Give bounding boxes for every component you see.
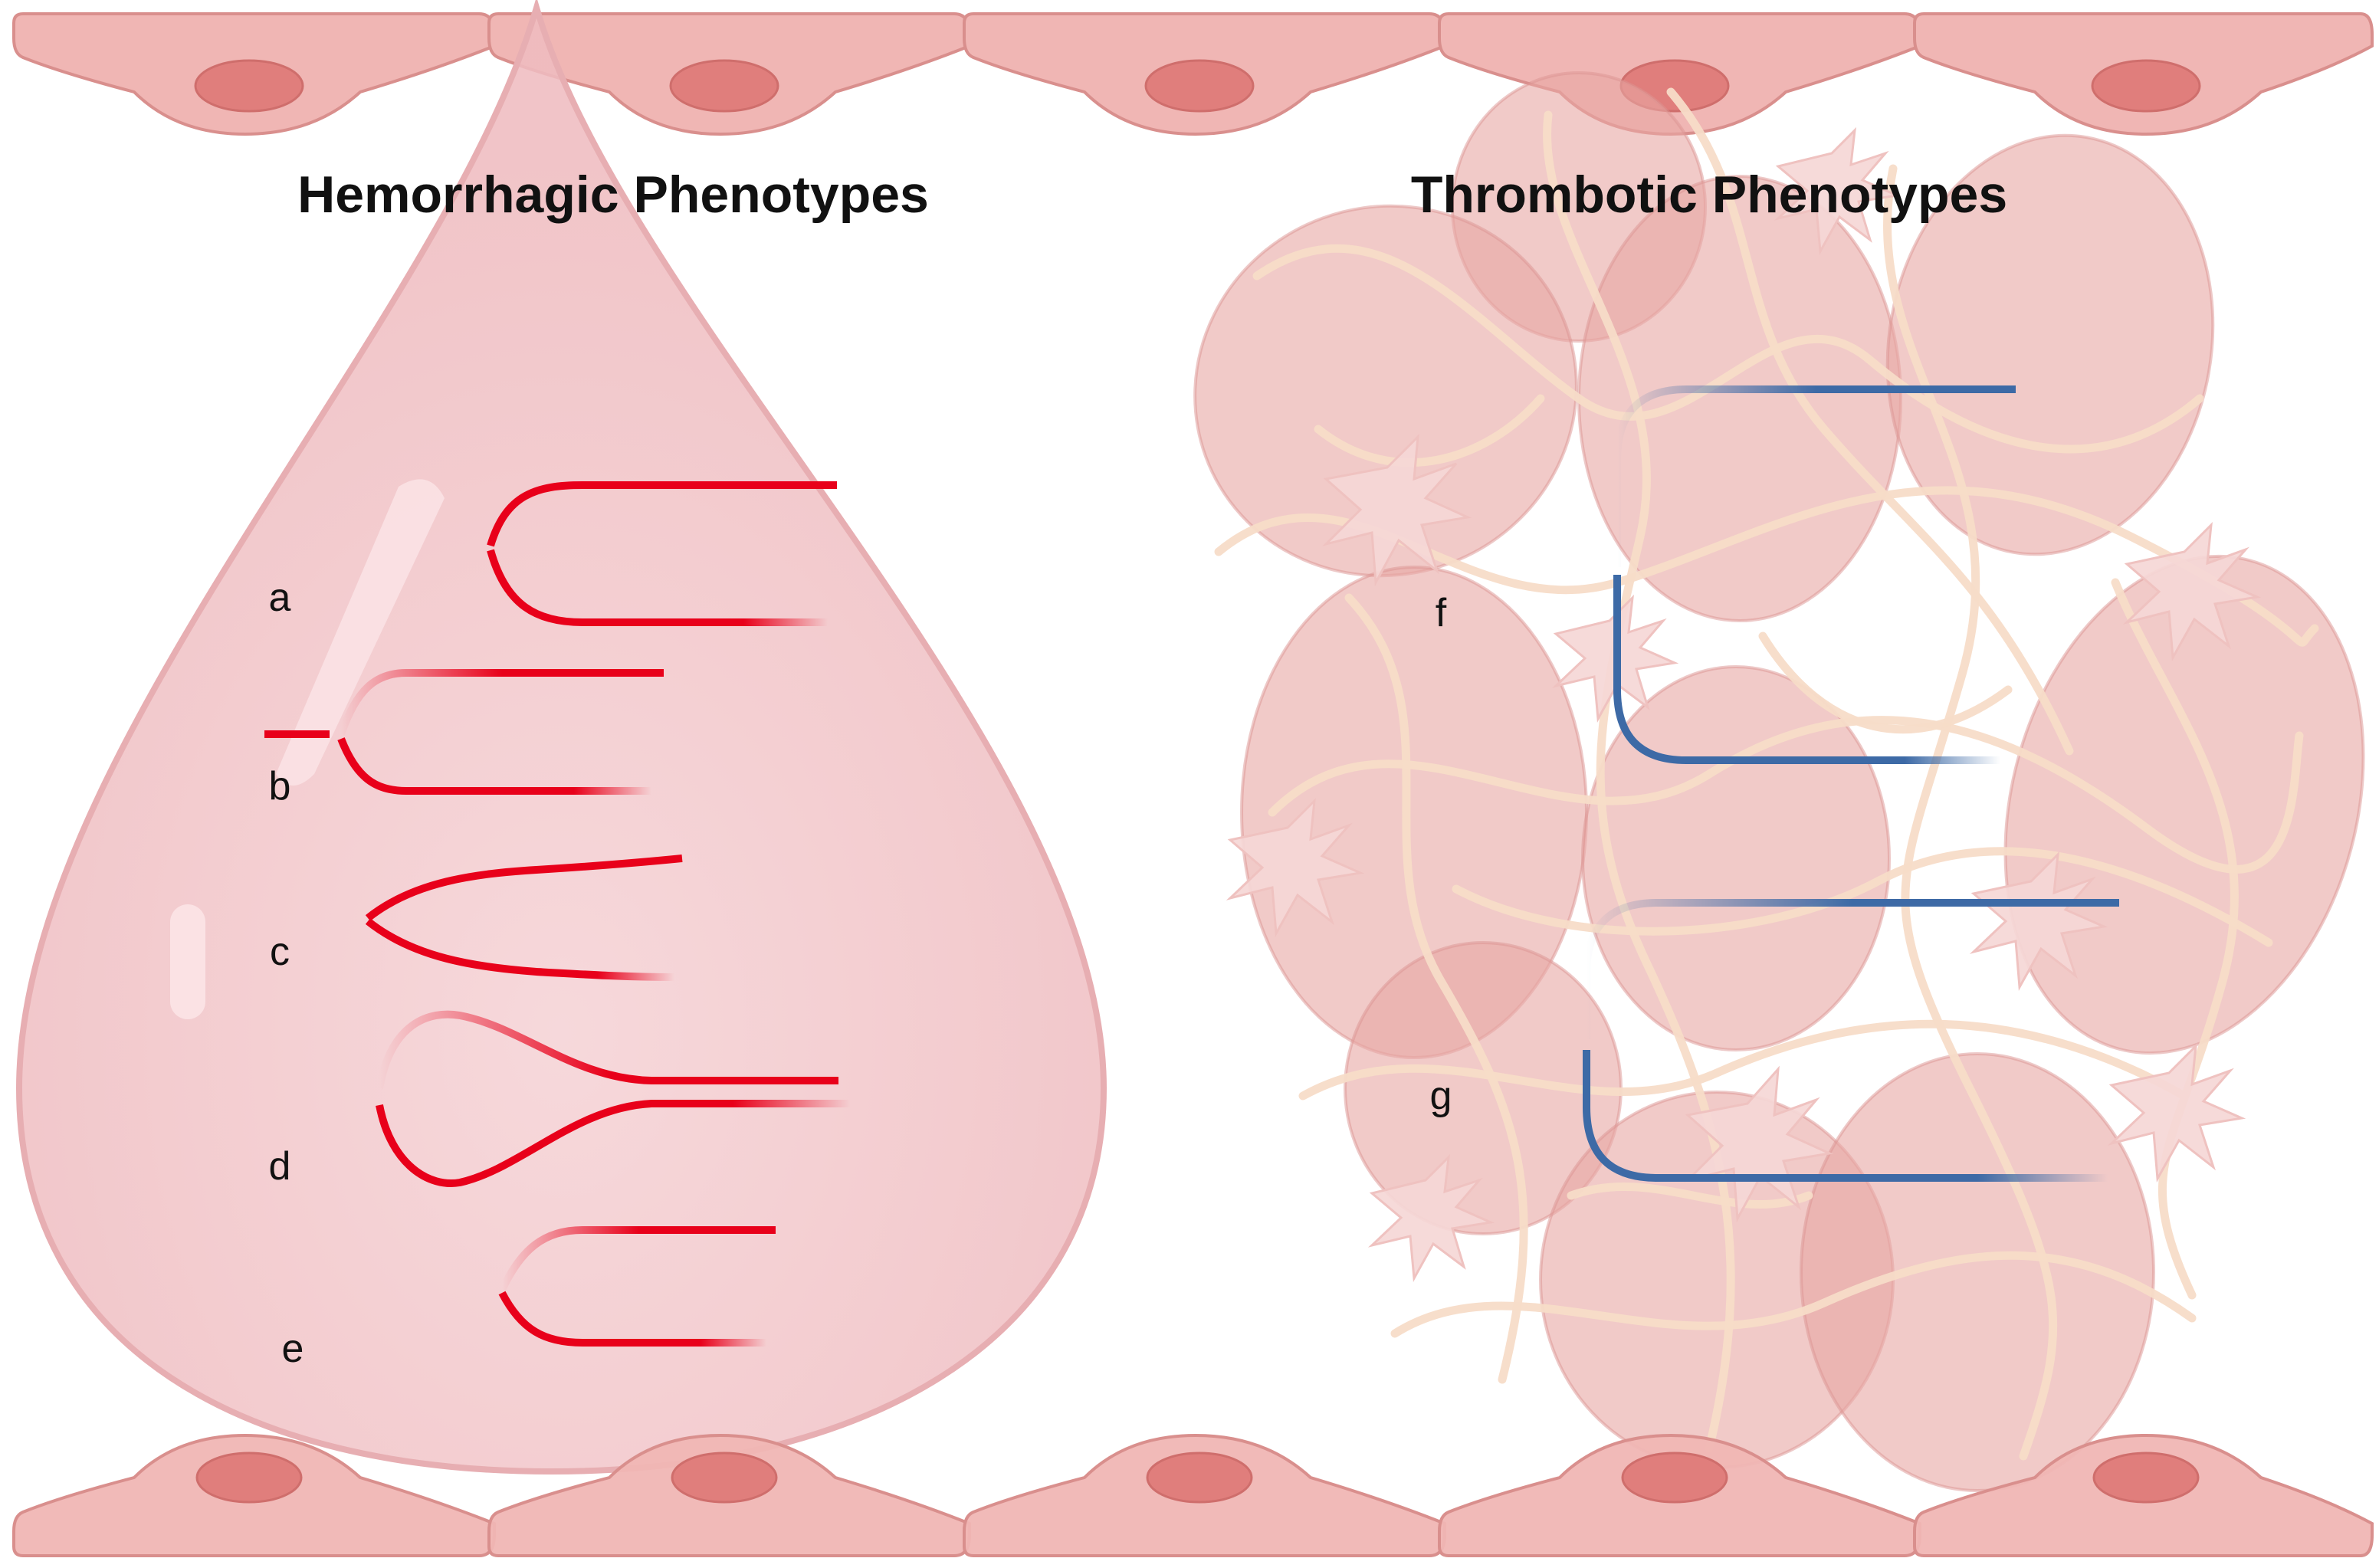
endothelial-cell bbox=[1913, 1433, 2374, 1557]
thrombotic-title: Thrombotic Phenotypes bbox=[1410, 166, 2008, 224]
thrombus bbox=[1193, 71, 2365, 1492]
endothelial-cell bbox=[487, 1433, 971, 1557]
endothelial-cell bbox=[1438, 1433, 1921, 1557]
blood-drop bbox=[15, 0, 1107, 1475]
endothelial-cell bbox=[487, 12, 971, 136]
vessel-e bbox=[295, 1226, 776, 1347]
endothelial-cell bbox=[1913, 12, 2374, 136]
label-b: b bbox=[268, 764, 291, 809]
endothelial-cell bbox=[963, 1433, 1446, 1557]
label-f: f bbox=[1435, 591, 1447, 635]
hemorrhagic-title: Hemorrhagic Phenotypes bbox=[297, 166, 929, 224]
vessel-f bbox=[1460, 385, 2016, 764]
endothelial-cell bbox=[12, 12, 496, 136]
vessel-g bbox=[1449, 899, 2119, 1182]
vessel-a bbox=[264, 481, 837, 626]
thrombotic-vessels bbox=[1449, 385, 2119, 1182]
label-g: g bbox=[1429, 1074, 1452, 1118]
label-e: e bbox=[281, 1327, 304, 1371]
top-endothelium bbox=[12, 12, 2374, 136]
hemorrhagic-vessels bbox=[264, 481, 851, 1347]
endothelial-cell bbox=[963, 12, 1446, 136]
bottom-endothelium bbox=[12, 1433, 2374, 1557]
vessel-d bbox=[276, 1010, 851, 1187]
vessel-c bbox=[264, 855, 683, 981]
red-blood-cells bbox=[1193, 71, 2365, 1492]
label-a: a bbox=[268, 576, 291, 620]
vessel-b bbox=[264, 669, 664, 795]
label-d: d bbox=[268, 1144, 291, 1189]
label-c: c bbox=[270, 930, 290, 974]
endothelial-cell bbox=[12, 1433, 496, 1557]
